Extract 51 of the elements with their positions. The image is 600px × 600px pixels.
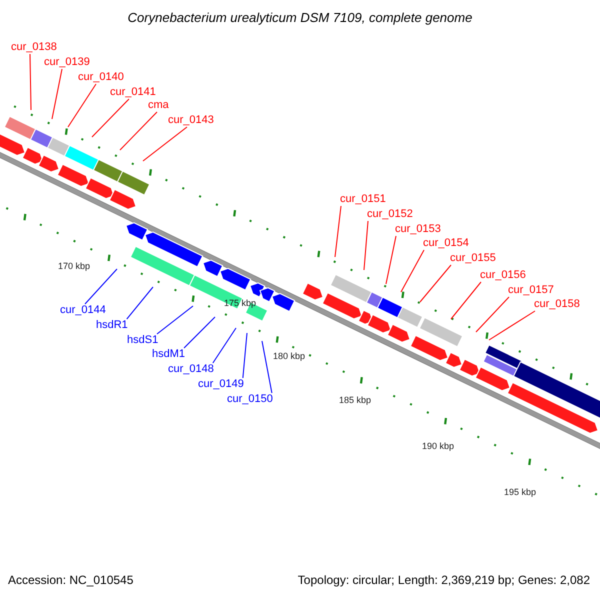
gene-label: cur_0150 <box>227 393 273 406</box>
leader-line <box>126 286 154 320</box>
leader-line <box>334 206 342 258</box>
gene-label: cma <box>148 99 169 112</box>
leader-line <box>68 84 96 128</box>
gene-label: cur_0141 <box>110 86 156 99</box>
gene-label: hsdS1 <box>127 334 158 347</box>
gene-label: hsdM1 <box>152 348 186 361</box>
leader-line <box>450 282 482 320</box>
scale-label: 190 kbp <box>422 440 454 453</box>
genome-stats: Topology: circular; Length: 2,369,219 bp; Genes: 2,082 <box>298 574 590 587</box>
leader-line <box>476 296 510 332</box>
gene-label: cur_0149 <box>198 378 244 391</box>
gene-label: cur_0148 <box>168 363 214 376</box>
gene-label: cur_0143 <box>168 114 214 127</box>
gene-label: cur_0152 <box>367 208 413 221</box>
gene-label: cur_0155 <box>450 252 496 265</box>
leader-line <box>400 250 424 292</box>
gene-label: cur_0144 <box>60 304 106 317</box>
gene-label: cur_0154 <box>423 237 469 250</box>
leader-line <box>142 126 188 162</box>
gene-label: cur_0151 <box>340 193 386 206</box>
gene-label: cur_0140 <box>78 71 124 84</box>
leader-line <box>364 220 368 270</box>
scale-label: 180 kbp <box>273 350 306 363</box>
leader-line <box>184 316 216 348</box>
leader-line <box>212 328 236 364</box>
leader-line <box>156 306 194 334</box>
gene-label: cur_0156 <box>480 269 526 282</box>
leader-line <box>386 236 396 284</box>
gene-label: cur_0138 <box>11 41 57 54</box>
gene-label: cur_0158 <box>534 298 580 311</box>
leader-line <box>92 98 130 138</box>
leader-line <box>488 310 536 340</box>
gene-label: cur_0139 <box>44 56 90 69</box>
gene-label: cur_0157 <box>508 284 554 297</box>
gene-label: hsdR1 <box>96 319 128 332</box>
scale-label: 170 kbp <box>58 260 90 273</box>
leader-line <box>420 264 452 302</box>
leader-line <box>84 268 118 304</box>
scale-label: 195 kbp <box>504 486 536 499</box>
scale-label: 175 kbp <box>224 297 256 310</box>
gene-label: cur_0153 <box>395 223 441 236</box>
accession-note: Accession: NC_010545 <box>8 574 134 587</box>
leader-line <box>242 332 248 378</box>
leader-line <box>120 112 158 150</box>
leader-line <box>52 68 62 120</box>
leader-line <box>262 340 272 394</box>
title: Corynebacterium urealyticum DSM 7109, complete genome <box>126 11 474 24</box>
leader-line <box>30 54 32 110</box>
scale-label: 185 kbp <box>339 394 372 407</box>
